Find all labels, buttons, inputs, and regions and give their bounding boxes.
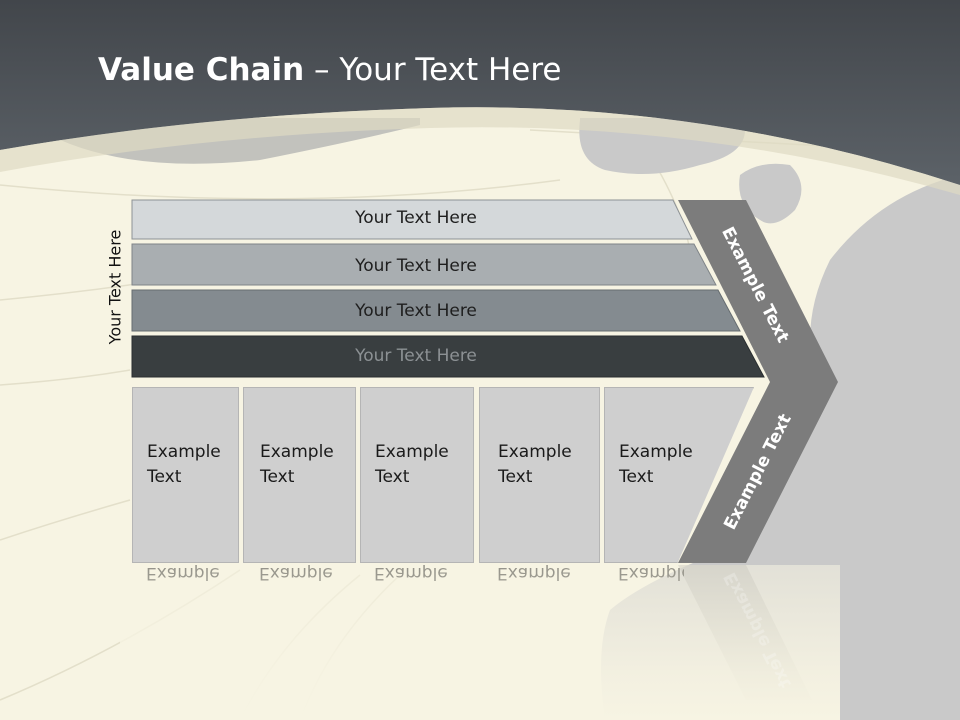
activity-box-2-text: Example Text: [260, 442, 334, 487]
activity-box-4-text: Example Text: [498, 442, 572, 487]
activity-box-5-text: Example Text: [619, 442, 693, 487]
activity-box-1: Example Text: [132, 387, 239, 563]
row-4-label: Your Text Here: [355, 346, 477, 366]
reflection-text: Example Text: [259, 565, 333, 583]
reflection-text: Example Text: [618, 565, 684, 583]
header-band: [0, 0, 960, 185]
header-arc: [0, 107, 960, 195]
title-bold: Value Chain: [98, 52, 305, 88]
activity-box-3: Example Text: [360, 387, 474, 563]
side-label: Your Text Here: [105, 229, 125, 345]
activity-box-4-reflection: Example Text: [479, 565, 600, 705]
row-1-label: Your Text Here: [355, 208, 477, 228]
activity-box-1-reflection: Example Text: [132, 565, 239, 705]
row-2-label: Your Text Here: [355, 256, 477, 276]
activity-box-3-reflection: Example Text: [360, 565, 474, 705]
reflection-text: Example Text: [497, 565, 571, 583]
title-rest: – Your Text Here: [304, 52, 562, 88]
value-row-3: [131, 289, 741, 332]
reflection-text: Example Text: [374, 565, 448, 583]
activity-box-1-text: Example Text: [147, 442, 221, 487]
slide-title: Value Chain – Your Text Here: [98, 52, 561, 88]
activity-box-4: Example Text: [479, 387, 600, 563]
value-row-1: [131, 199, 693, 240]
reflection-text: Example Text: [146, 565, 220, 583]
value-row-2: [131, 243, 717, 286]
activity-box-3-text: Example Text: [375, 442, 449, 487]
value-row-4: [131, 335, 765, 378]
margin-chevron: [678, 200, 838, 563]
row-3-label: Your Text Here: [355, 301, 477, 321]
activity-box-5-reflection: Example Text: [604, 565, 684, 705]
activity-box-2: Example Text: [243, 387, 356, 563]
activity-box-2-reflection: Example Text: [243, 565, 356, 705]
